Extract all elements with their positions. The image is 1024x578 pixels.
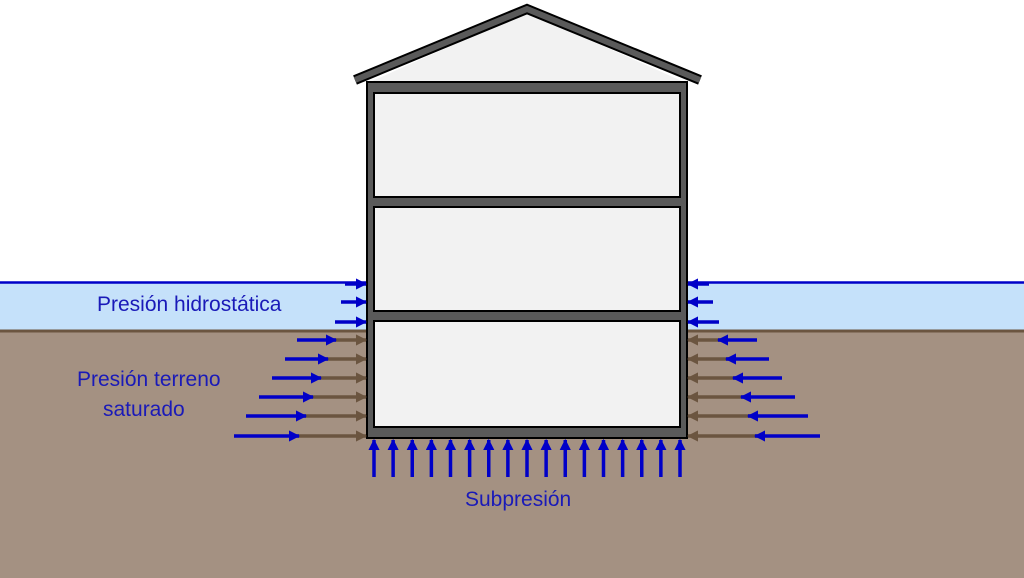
room-floor-2	[373, 206, 681, 312]
house	[353, 3, 702, 439]
room-basement	[373, 320, 681, 428]
hydrostatic-pressure-label: Presión hidrostática	[97, 293, 282, 316]
soil-pressure-label-line1: Presión terreno	[77, 368, 221, 391]
soil-pressure-label-line2: saturado	[103, 398, 185, 421]
roof-attic	[370, 12, 684, 82]
room-floor-3	[373, 92, 681, 198]
uplift-pressure-label: Subpresión	[465, 488, 572, 511]
pressure-arrows	[234, 278, 820, 477]
roof-inner	[353, 5, 702, 83]
